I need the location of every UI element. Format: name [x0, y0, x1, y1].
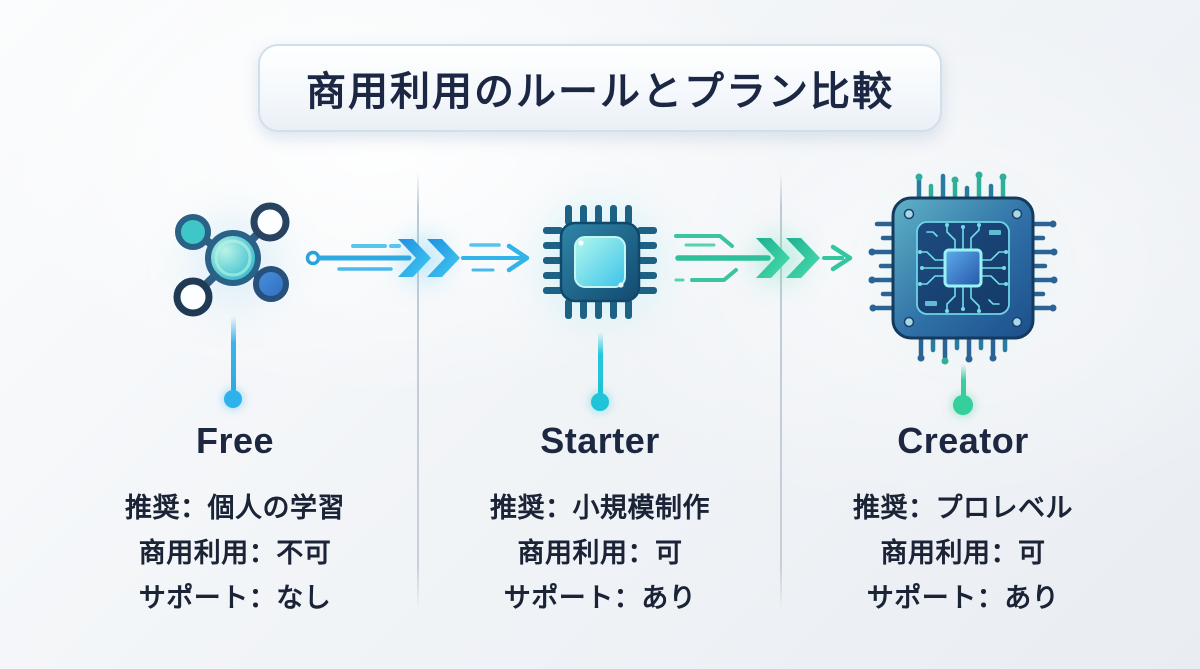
connector-dot-creator [953, 395, 973, 415]
detail-row: 商用利用：可 [517, 538, 683, 568]
column-divider [780, 172, 782, 610]
plan-details-creator: 推奨：プロレベル 商用利用：可 サポート：あり [773, 486, 1153, 621]
arrow-tail-ring [305, 250, 321, 266]
connector-line-free [231, 316, 236, 392]
chip-pins-bottom [917, 335, 1008, 365]
plan-details-free: 推奨：個人の学習 商用利用：不可 サポート：なし [45, 486, 425, 621]
chip-pins-top [915, 171, 1007, 201]
page-title: 商用利用のルールとプラン比較 [258, 44, 942, 132]
double-chevron-icon [756, 238, 820, 278]
trace-terminals [918, 223, 1008, 313]
column-divider [417, 172, 419, 610]
arrowhead-icon [506, 243, 530, 273]
chip-pins-left [868, 221, 896, 312]
connector-line-starter [598, 332, 603, 396]
circuit-traces [920, 225, 1006, 311]
detail-row: 推奨：プロレベル [853, 493, 1073, 523]
double-chevron-icon [398, 239, 460, 277]
chip-icon [543, 205, 657, 319]
detail-row: 推奨：個人の学習 [125, 493, 345, 523]
circuit-chip-icon [868, 171, 1058, 365]
chip-pins [543, 205, 657, 319]
chip-pins-right [1030, 220, 1058, 312]
connector-dot-starter [591, 393, 609, 411]
plan-name-creator: Creator [897, 420, 1029, 461]
detail-row: サポート：あり [866, 583, 1060, 613]
molecule-icon [173, 202, 290, 317]
corner-screws [903, 208, 1023, 328]
plan-name-free: Free [195, 420, 275, 461]
detail-row: サポート：あり [503, 583, 697, 613]
connector-dot-free [224, 390, 242, 408]
plan-details-starter: 推奨：小規模制作 商用利用：可 サポート：あり [410, 486, 790, 621]
arrow-free-to-starter [305, 239, 530, 277]
detail-row: 商用利用：可 [880, 538, 1046, 568]
connector-line-creator [961, 364, 966, 400]
detail-row: 推奨：小規模制作 [490, 493, 710, 523]
arrow-starter-to-creator [674, 234, 853, 282]
arrowhead-icon [830, 244, 853, 272]
detail-row: サポート：なし [138, 583, 332, 613]
plan-name-starter: Starter [540, 420, 660, 461]
detail-row: 商用利用：不可 [138, 538, 332, 568]
